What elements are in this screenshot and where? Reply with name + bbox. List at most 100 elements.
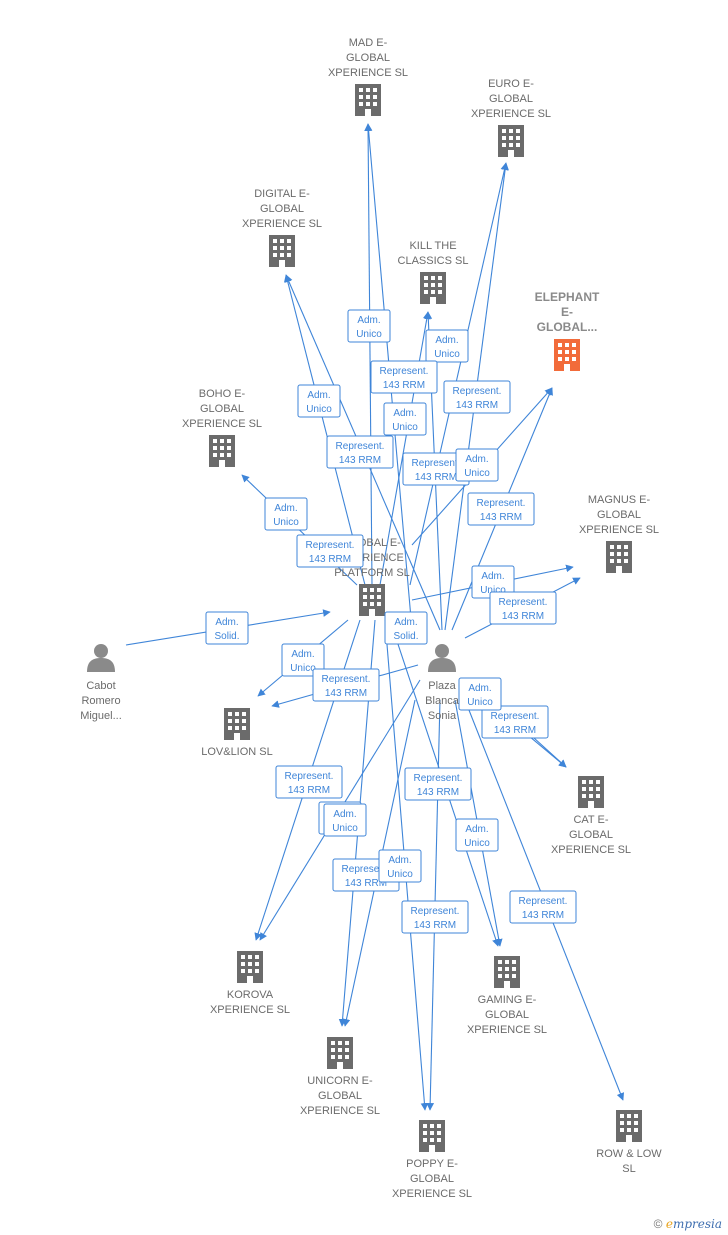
node-lovlion[interactable]: LOV&LION SL: [201, 708, 273, 758]
node-elephant[interactable]: ELEPHANTE-GLOBAL...: [535, 290, 600, 371]
relation-label-box: [281, 643, 325, 677]
relation-label[interactable]: Represent.143 RRM: [312, 668, 380, 702]
relation-label-box: [297, 384, 341, 418]
node-label-line: POPPY E-: [406, 1158, 458, 1170]
relation-label-line: Unico: [306, 404, 332, 415]
node-label-line: GAMING E-: [478, 994, 537, 1006]
node-label-line: DIGITAL E-: [254, 188, 310, 200]
relation-label[interactable]: Adm.Unico: [378, 849, 422, 883]
relation-label-box: [455, 448, 499, 482]
relation-label[interactable]: Adm.Unico: [281, 643, 325, 677]
relation-label-box: [467, 492, 535, 526]
relation-label-box: [509, 890, 577, 924]
building-icon: [498, 125, 524, 157]
relation-label[interactable]: Represent.143 RRM: [326, 435, 394, 469]
node-label-line: EURO E-: [488, 78, 534, 90]
relation-label-line: Adm.: [215, 617, 238, 628]
node-label-line: Sonia: [428, 710, 457, 722]
node-label-line: GLOBAL: [489, 93, 533, 105]
building-icon: [606, 541, 632, 573]
relation-label[interactable]: Adm.Unico: [471, 565, 515, 599]
node-label-line: E-: [561, 305, 573, 319]
relation-label[interactable]: Represent.143 RRM: [370, 360, 438, 394]
relation-label-line: Adm.: [307, 390, 330, 401]
relation-label-line: Adm.: [357, 315, 380, 326]
relation-label-box: [384, 611, 428, 645]
relation-label[interactable]: Represent.143 RRM: [509, 890, 577, 924]
node-label-line: KOROVA: [227, 989, 274, 1001]
relation-label-box: [455, 818, 499, 852]
relation-label[interactable]: Adm.Unico: [383, 402, 427, 436]
building-icon: [359, 584, 385, 616]
relation-label-line: Represent.: [519, 896, 568, 907]
node-label-line: CLASSICS SL: [398, 255, 469, 267]
relation-label[interactable]: Adm.Solid.: [384, 611, 428, 645]
relation-label[interactable]: Represent.143 RRM: [443, 380, 511, 414]
relation-label[interactable]: Adm.Unico: [264, 497, 308, 531]
relation-label-line: 143 RRM: [325, 688, 367, 699]
relation-label-line: 143 RRM: [309, 554, 351, 565]
relation-label[interactable]: Adm.Unico: [458, 677, 502, 711]
relation-label[interactable]: Adm.Unico: [347, 309, 391, 343]
relation-label[interactable]: Adm.Unico: [455, 818, 499, 852]
relation-label-line: Represent.: [499, 597, 548, 608]
relation-label[interactable]: Represent.143 RRM: [401, 900, 469, 934]
relation-label[interactable]: Represent.143 RRM: [402, 452, 470, 486]
building-icon: [327, 1037, 353, 1069]
node-label-line: CAT E-: [573, 814, 608, 826]
relation-label[interactable]: Represent.143 RRM: [275, 765, 343, 799]
relation-label-box: [326, 435, 394, 469]
relation-label-line: Adm.: [291, 649, 314, 660]
relation-label[interactable]: Represent.143 RRM: [296, 534, 364, 568]
empresia-watermark: © empresia: [654, 1217, 722, 1231]
relation-label-line: Unico: [464, 468, 490, 479]
building-icon: [616, 1110, 642, 1142]
relation-label-line: Unico: [434, 349, 460, 360]
node-label-line: Cabot: [86, 680, 115, 692]
building-icon: [554, 339, 580, 371]
building-icon: [578, 776, 604, 808]
node-label-line: XPERIENCE SL: [300, 1105, 380, 1117]
node-label-line: Plaza: [428, 680, 456, 692]
copyright-symbol: ©: [653, 1217, 663, 1231]
relation-label[interactable]: Represent. 143 RRM: [467, 492, 535, 526]
person-icon: [87, 644, 115, 672]
relation-label-box: [458, 677, 502, 711]
relation-label-line: Represent.: [412, 458, 461, 469]
building-icon: [269, 235, 295, 267]
relation-label-box: [312, 668, 380, 702]
node-euro[interactable]: EURO E- GLOBAL XPERIENCE SL: [471, 78, 551, 157]
building-icon: [494, 956, 520, 988]
node-label-line: XPERIENCE SL: [471, 108, 551, 120]
relation-label[interactable]: Adm. Unico: [297, 384, 341, 418]
relation-label[interactable]: Adm.Unico: [323, 803, 367, 837]
relation-label[interactable]: Adm.Unico: [425, 329, 469, 363]
relation-label[interactable]: Adm.Unico: [455, 448, 499, 482]
relation-label[interactable]: Represent.143 RRM: [404, 767, 472, 801]
relation-label[interactable]: Represent.143 RRM: [489, 591, 557, 625]
relation-label[interactable]: Represent.143 RRM: [481, 705, 549, 739]
node-cabot[interactable]: CabotRomeroMiguel...: [80, 644, 122, 722]
relation-label-line: Solid.: [214, 631, 239, 642]
relation-label-line: Unico: [464, 838, 490, 849]
node-label-line: UNICORN E-: [307, 1075, 373, 1087]
relation-label[interactable]: Adm. Solid.: [205, 611, 249, 645]
brand-rest: mpresia: [672, 1217, 722, 1231]
person-icon: [428, 644, 456, 672]
relation-label-line: 143 RRM: [480, 512, 522, 523]
relation-label-line: Represent.: [477, 498, 526, 509]
relation-label-line: 143 RRM: [345, 878, 387, 889]
